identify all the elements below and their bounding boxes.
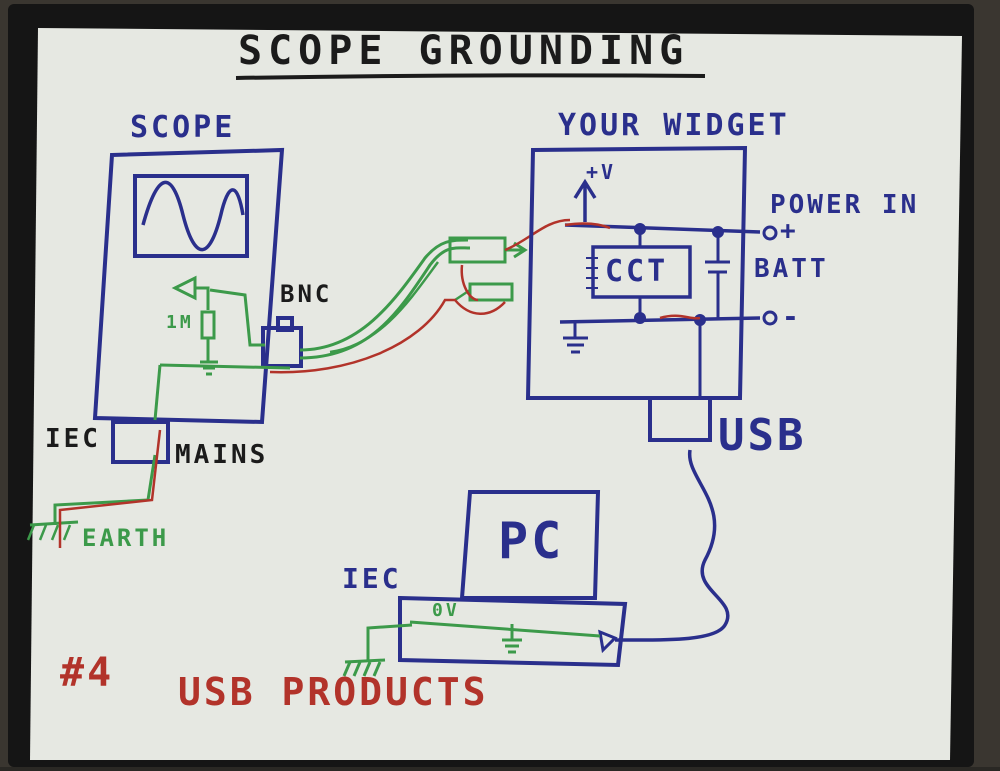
pc-base bbox=[398, 595, 628, 668]
scope-label: SCOPE bbox=[130, 110, 236, 145]
widget-body bbox=[525, 145, 778, 442]
earth-label: EARTH bbox=[82, 524, 170, 552]
batt-label: BATT bbox=[754, 254, 829, 284]
power-in-label: POWER IN bbox=[770, 190, 920, 220]
minus-label: - bbox=[782, 300, 802, 333]
widget-usb-port bbox=[648, 396, 712, 442]
scope-internal-wiring bbox=[153, 275, 291, 421]
board-surface bbox=[30, 28, 962, 760]
circuit-label: CCT bbox=[605, 254, 669, 289]
pc-ground-wiring bbox=[342, 620, 601, 677]
usb-cable bbox=[614, 449, 730, 642]
scope-iec-label: IEC bbox=[45, 424, 101, 454]
resistor-label: 1M bbox=[166, 312, 194, 333]
title-underline bbox=[235, 73, 706, 80]
widget-red-path bbox=[564, 222, 701, 320]
scope-iec-socket bbox=[111, 420, 170, 464]
footer-number: #4 bbox=[60, 650, 115, 696]
zero-v-label: 0V bbox=[432, 600, 460, 621]
pc-body bbox=[398, 490, 628, 668]
widget-label: YOUR WIDGET bbox=[558, 108, 790, 143]
earth-wiring bbox=[26, 429, 162, 548]
pc-label: PC bbox=[498, 512, 565, 570]
board-title: SCOPE GROUNDING bbox=[238, 28, 690, 74]
footer-text: USB PRODUCTS bbox=[178, 670, 489, 714]
bnc-label: BNC bbox=[280, 280, 333, 308]
mains-label: MAINS bbox=[175, 440, 269, 470]
rail-label: +V bbox=[586, 160, 617, 184]
pc-iec-label: IEC bbox=[342, 562, 402, 595]
scope-body bbox=[92, 147, 303, 464]
usb-label: USB bbox=[718, 410, 807, 461]
plus-label: + bbox=[780, 216, 799, 246]
pc-monitor bbox=[459, 490, 601, 600]
probe-cable bbox=[269, 218, 571, 374]
